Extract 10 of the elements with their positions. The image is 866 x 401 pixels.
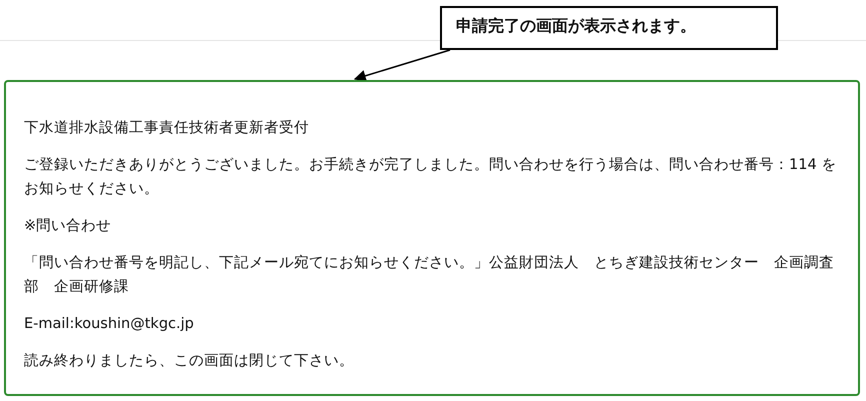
- message-text: 「問い合わせ番号を明記し、下記メール宛てにお知らせください。」公益財団法人 とちぎ建設技術センター 企画調査部 企画研修課: [24, 254, 835, 297]
- panel-heading: 下水道排水設備工事責任技術者更新者受付: [24, 118, 310, 138]
- email-text: E-mail:koushin@tkgc.jp: [24, 315, 195, 334]
- message-text: 読み終わりましたら、この画面は閉じて下さい。: [24, 352, 355, 371]
- arrow: [354, 49, 450, 82]
- section-heading: ※問い合わせ: [24, 217, 112, 236]
- callout-box: [440, 6, 778, 50]
- message-text: ご登録いただきありがとうございました。お手続きが完了しました。問い合わせを行う場合は、問い合わせ番号：114 をお知らせください。: [24, 156, 838, 199]
- callout-text: 申請完了の画面が表示されます。: [456, 16, 697, 37]
- message-panel: [4, 80, 860, 396]
